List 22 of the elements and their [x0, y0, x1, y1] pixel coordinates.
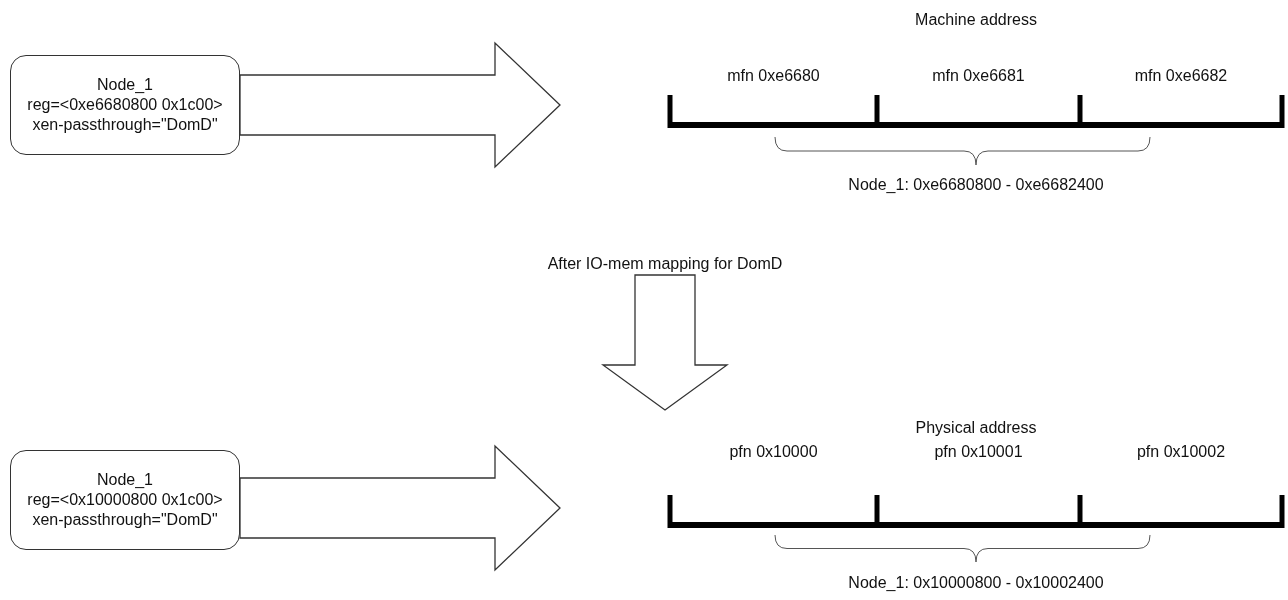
range-label: Node_1: 0x10000800 - 0x10002400	[847, 573, 1105, 593]
block-arrow	[239, 444, 561, 572]
band-heading: Machine address	[914, 10, 1038, 30]
node-text: mfn 0xe6682	[1134, 66, 1228, 86]
node-text: reg=<0xe6680800 0x1c00>	[27, 95, 223, 115]
node-text: pfn 0x10000	[729, 442, 818, 462]
node-text: pfn 0x10001	[934, 442, 1023, 462]
node-text: Node_1	[96, 75, 153, 95]
node-text: xen-passthrough="DomD"	[32, 115, 218, 135]
node-text: pfn 0x10002	[1136, 442, 1226, 462]
node-text: reg=<0x10000800 0x1c00>	[27, 490, 223, 510]
node-text: mfn 0xe6681	[932, 66, 1025, 86]
node-text: xen-passthrough="DomD"	[32, 510, 218, 530]
block-arrow	[239, 41, 561, 169]
block-arrow	[601, 274, 729, 411]
rounded-box	[10, 450, 240, 550]
band-heading: Physical address	[914, 418, 1038, 438]
range-label: Node_1: 0xe6680800 - 0xe6682400	[847, 175, 1105, 195]
caption-text: After IO-mem mapping for DomD	[547, 254, 783, 274]
rounded-box	[10, 55, 240, 155]
node-text: Node_1	[96, 470, 153, 490]
node-text: mfn 0xe6680	[727, 66, 820, 86]
